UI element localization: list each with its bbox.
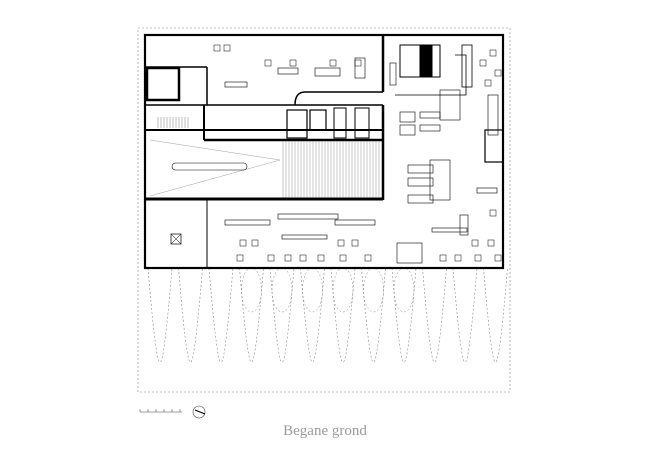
chair [251,239,259,247]
chair [239,239,247,247]
canopy-ellipse [363,267,384,313]
canopy-ellipse [271,267,293,313]
chair [471,239,479,247]
exterior-wall [143,33,505,270]
table [487,94,499,136]
chair [474,254,482,262]
table [399,124,416,136]
chair [364,254,372,262]
canopy-ellipse [393,267,415,313]
table [396,242,423,264]
interior-walls [144,35,504,268]
canopy-ellipse [241,267,262,313]
canopy-arch [422,267,447,363]
table [277,213,339,220]
canopy-arch [452,267,478,363]
chair [489,209,497,217]
table [407,194,434,204]
canopy-arch [361,267,386,363]
chair [267,254,275,262]
canopy-arch [300,267,325,363]
canopy-ellipse [302,267,323,313]
table [224,219,271,226]
chair [317,254,325,262]
atrium-stair [149,139,281,197]
table [431,227,468,233]
table [277,67,299,75]
north-arrow-icon [192,405,206,419]
chair [264,59,272,67]
canopy-arch [178,267,203,363]
shaft-cross [170,233,182,245]
canopy-arch [208,267,234,363]
chair [354,59,362,67]
chair [339,254,347,262]
chair [223,44,231,52]
chair [454,254,462,262]
table [314,67,341,77]
drawing-title: Begane grond [283,423,367,439]
canopy-arch [239,267,264,363]
chair [329,59,337,67]
canopy-arch [391,267,417,363]
canopy-arches [147,267,508,363]
table [224,81,248,88]
table [476,187,498,194]
chair [289,59,297,67]
chair [236,254,244,262]
canopy-ellipse [332,267,354,313]
chair [299,254,307,262]
chair [439,254,447,262]
chair [489,49,497,57]
canopy-arch [147,267,173,363]
table [407,164,434,174]
scale-bar-icon [139,409,182,413]
table [281,234,328,240]
chair [484,79,492,87]
stair-treads [157,117,380,198]
chair [479,59,487,67]
chair [284,254,292,262]
chair [337,239,345,247]
shaft [170,233,182,245]
chair [494,254,502,262]
table [419,124,441,132]
table [389,62,397,86]
table [439,89,461,121]
furniture [170,44,502,264]
table [419,111,441,119]
table [334,219,376,226]
canopy-arch [330,267,356,363]
table [407,177,434,187]
canopy-arch [269,267,295,363]
chair [351,239,359,247]
canopy-arch [483,267,508,363]
site-boundary [137,27,511,393]
chair [487,239,495,247]
chair [213,44,221,52]
table [429,159,451,201]
table [399,111,416,123]
chair [494,69,502,77]
table [459,214,469,236]
table [354,57,366,79]
